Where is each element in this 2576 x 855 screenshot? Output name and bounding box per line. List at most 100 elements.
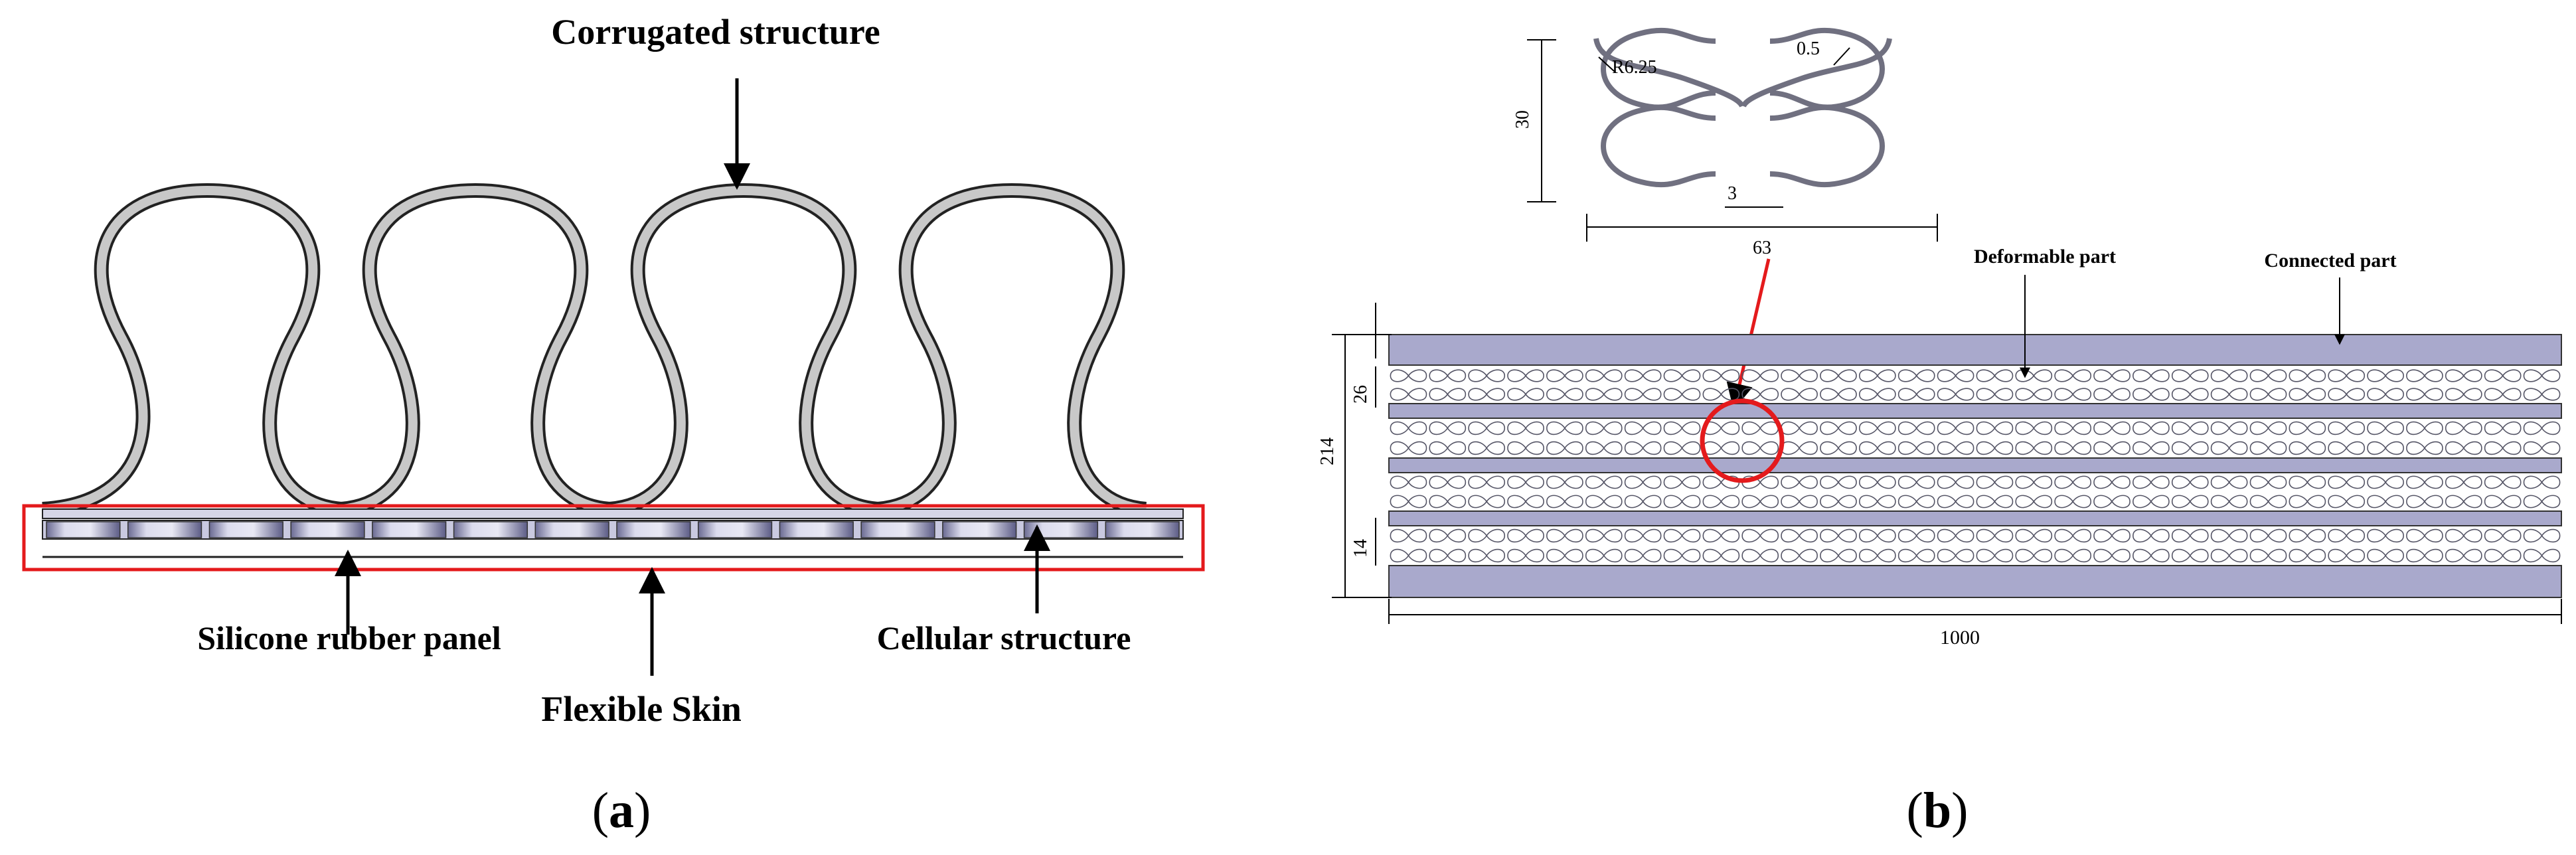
deformable-cell xyxy=(2133,388,2170,401)
cellular-block xyxy=(1105,521,1180,538)
connected-part-label: Connected part xyxy=(2264,250,2396,272)
deformable-cell xyxy=(1507,369,1544,382)
deformable-cell xyxy=(1937,421,1974,435)
deformable-cell xyxy=(2054,548,2092,563)
deformable-cell xyxy=(1741,369,1779,382)
deformable-cell xyxy=(1976,548,2014,563)
deformable-cell xyxy=(2328,369,2366,382)
deformable-cell xyxy=(2523,369,2561,382)
deformable-cell xyxy=(2249,495,2287,508)
deformable-cell xyxy=(2445,441,2482,455)
deformable-cell xyxy=(2328,421,2366,435)
deformable-cell xyxy=(2289,548,2326,563)
deformable-cell xyxy=(2015,528,2053,543)
deformable-cell xyxy=(2015,495,2053,508)
deformable-cell xyxy=(2484,528,2522,543)
silicone-rubber-panel xyxy=(42,508,1184,519)
deformable-cell xyxy=(1468,495,1506,508)
deformable-cell xyxy=(2484,388,2522,401)
deformable-cell xyxy=(1820,369,1857,382)
deformable-cell xyxy=(2367,475,2404,489)
deformable-cell xyxy=(1507,441,1544,455)
deformable-cell xyxy=(1702,388,1740,401)
deformable-cell xyxy=(2289,441,2326,455)
deformable-cell xyxy=(2171,388,2209,401)
cellular-block xyxy=(46,521,121,538)
deformable-cell xyxy=(1624,421,1662,435)
deformable-cell xyxy=(2289,388,2326,401)
deformable-cell xyxy=(1546,369,1583,382)
deformable-cell xyxy=(1702,528,1740,543)
deformable-cell xyxy=(2289,528,2326,543)
deformable-cell xyxy=(2210,441,2248,455)
deformable-cell xyxy=(2054,528,2092,543)
deformable-cell xyxy=(1702,369,1740,382)
corrugation-fill xyxy=(42,185,1147,514)
deformable-cell xyxy=(2093,548,2131,563)
deformable-cell xyxy=(1429,421,1467,435)
deformable-cell xyxy=(1702,495,1740,508)
deformable-cell xyxy=(2210,421,2248,435)
deformable-cell xyxy=(1858,548,1896,563)
deformable-cell xyxy=(2171,548,2209,563)
deformable-cell xyxy=(1897,369,1935,382)
gap-label: 3 xyxy=(1728,183,1737,204)
deformable-cell xyxy=(1546,528,1583,543)
deformable-cell xyxy=(1624,475,1662,489)
deformable-cell xyxy=(1897,421,1935,435)
deformable-cell xyxy=(2015,548,2053,563)
deformable-cell xyxy=(2015,421,2053,435)
deformable-cell xyxy=(2289,495,2326,508)
deformable-cell xyxy=(1663,388,1701,401)
deformable-cell xyxy=(1781,369,1818,382)
deformable-cell xyxy=(1624,388,1662,401)
deformable-cell xyxy=(1897,441,1935,455)
deformable-cell xyxy=(1741,388,1779,401)
deformable-cell xyxy=(1781,388,1818,401)
deformable-cell xyxy=(1429,441,1467,455)
cellular-structure-label: Cellular structure xyxy=(877,619,1131,657)
deformable-cell xyxy=(2445,548,2482,563)
deformable-cell xyxy=(2171,421,2209,435)
deformable-cell xyxy=(1702,421,1740,435)
deformable-cell xyxy=(2328,528,2366,543)
deformable-cell xyxy=(1507,388,1544,401)
deformable-cell xyxy=(1468,548,1506,563)
deformable-cell xyxy=(1507,548,1544,563)
dim-30-label: 30 xyxy=(1512,110,1533,129)
deformable-cell xyxy=(1468,369,1506,382)
cellular-block xyxy=(127,521,202,538)
cellular-block xyxy=(372,521,447,538)
deformable-cell xyxy=(1858,388,1896,401)
deformable-cell xyxy=(1663,475,1701,489)
deformable-cell xyxy=(1897,548,1935,563)
deformable-cell xyxy=(1976,388,2014,401)
deformable-cell xyxy=(2445,528,2482,543)
deformable-cell xyxy=(2523,495,2561,508)
deformable-cell xyxy=(2171,369,2209,382)
deformable-cell xyxy=(2015,475,2053,489)
deformable-cell xyxy=(2328,475,2366,489)
deformable-cell xyxy=(1429,475,1467,489)
deformable-cell xyxy=(1585,495,1623,508)
flexible-skin-label: Flexible Skin xyxy=(541,689,742,729)
deformable-cell xyxy=(1976,441,2014,455)
deformable-cell xyxy=(2406,369,2443,382)
deformable-cell xyxy=(1976,369,2014,382)
deformable-cell xyxy=(1702,548,1740,563)
deformable-cell xyxy=(2328,388,2366,401)
deformable-cell xyxy=(1585,528,1623,543)
cellular-block xyxy=(942,521,1017,538)
deformable-cell xyxy=(2210,369,2248,382)
panel-a: Corrugated structure Silicone rubber pan… xyxy=(22,12,1205,838)
deformable-cell xyxy=(1546,441,1583,455)
silicone-rubber-panel-label: Silicone rubber panel xyxy=(197,619,501,657)
deformable-cell xyxy=(2406,475,2443,489)
detail-cell-drawing xyxy=(1593,27,1892,188)
deformable-cell xyxy=(2367,548,2404,563)
detail-loop-top-left xyxy=(1601,27,1716,110)
deformable-cell xyxy=(1429,548,1467,563)
panel-b-caption: (b) xyxy=(1907,783,1969,838)
deformable-cell xyxy=(2093,369,2131,382)
deformable-cell xyxy=(1937,528,1974,543)
